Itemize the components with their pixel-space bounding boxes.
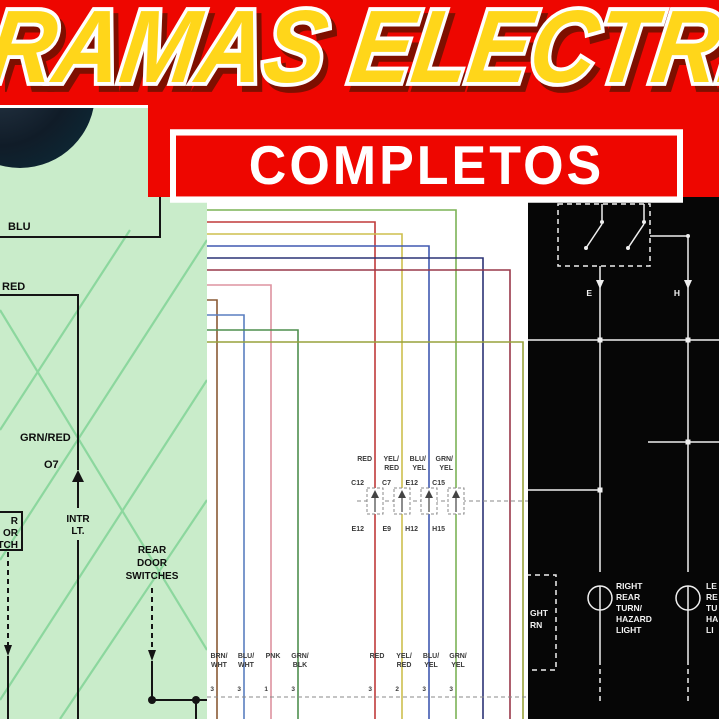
svg-text:C15: C15 [432, 480, 445, 487]
pin-numbers: 3 3 1 3 3 2 3 3 [210, 686, 453, 693]
svg-text:E9: E9 [382, 526, 391, 533]
wire-label-red: RED [2, 281, 25, 293]
wire-label-blu: BLU [8, 221, 31, 233]
terminal-h-label: H [674, 288, 680, 298]
svg-text:RED: RED [370, 653, 385, 660]
svg-text:GRN/: GRN/ [291, 653, 309, 660]
svg-text:E12: E12 [352, 526, 365, 533]
svg-text:TU: TU [706, 603, 717, 613]
black-wiring-svg: E H RIGHT REAR TURN/ HAZARD LIGHT LE RE … [528, 203, 719, 705]
svg-text:2: 2 [395, 686, 399, 693]
diagonal-guide-lines [0, 229, 207, 719]
svg-text:HAZARD: HAZARD [616, 614, 652, 624]
intr-light-label-line2: LT. [71, 526, 84, 537]
svg-text:H12: H12 [405, 526, 418, 533]
svg-text:LI: LI [706, 625, 714, 635]
svg-text:3: 3 [449, 686, 453, 693]
svg-text:H15: H15 [432, 526, 445, 533]
svg-text:REAR: REAR [616, 592, 640, 602]
subtitle-box: COMPLETOS [170, 129, 683, 203]
subtitle-text: COMPLETOS [248, 135, 605, 197]
svg-text:RN: RN [530, 620, 542, 630]
svg-text:TURN/: TURN/ [616, 603, 643, 613]
svg-text:LE: LE [706, 581, 717, 591]
svg-text:WHT: WHT [238, 662, 255, 669]
svg-text:YEL/: YEL/ [383, 456, 399, 463]
svg-text:RED: RED [397, 662, 412, 669]
svg-text:BRN/: BRN/ [210, 653, 227, 660]
svg-text:BLU/: BLU/ [410, 456, 426, 463]
svg-text:3: 3 [422, 686, 426, 693]
svg-text:BLU/: BLU/ [423, 653, 439, 660]
svg-text:E12: E12 [406, 480, 419, 487]
colored-wires [207, 209, 524, 719]
svg-text:RED: RED [384, 465, 399, 472]
title-text-svg: GRAMAS ELECTRIC [0, 0, 719, 105]
svg-text:YEL: YEL [412, 465, 426, 472]
svg-text:BLK: BLK [293, 662, 307, 669]
cut-component-box [528, 574, 557, 671]
svg-text:YEL: YEL [439, 465, 453, 472]
wire-label-grn-red: GRN/RED [20, 432, 71, 444]
cut-box-label-line2: OR [3, 528, 19, 539]
svg-text:RED: RED [357, 456, 372, 463]
side-label-cut: GHT RN [530, 608, 549, 630]
svg-text:GRN/: GRN/ [449, 653, 467, 660]
title-text: GRAMAS ELECTRIC [0, 0, 719, 104]
title-banner: GRAMAS ELECTRIC [0, 0, 719, 108]
wire-top-labels: RED YEL/ RED BLU/ YEL GRN/ YEL [357, 456, 453, 472]
green-wiring-svg: BLU RED GRN/RED O7 INTR LT. REAR DOOR SW… [0, 100, 207, 719]
svg-text:WHT: WHT [211, 662, 228, 669]
svg-text:C7: C7 [382, 480, 391, 487]
rear-door-label-line1: REAR [138, 545, 167, 556]
svg-text:3: 3 [210, 686, 214, 693]
rear-door-label-line2: DOOR [137, 558, 168, 569]
subtitle-banner: COMPLETOS [148, 105, 719, 203]
svg-text:LIGHT: LIGHT [616, 625, 642, 635]
svg-text:YEL: YEL [451, 662, 465, 669]
black-diagram-panel: E H RIGHT REAR TURN/ HAZARD LIGHT LE RE … [528, 190, 719, 719]
svg-text:GHT: GHT [530, 608, 549, 618]
connector-row1-labels: C12 C7 E12 C15 [351, 480, 445, 487]
green-panel-wires [0, 100, 207, 719]
svg-text:1: 1 [264, 686, 268, 693]
black-panel-wires [528, 203, 719, 705]
svg-text:YEL: YEL [424, 662, 438, 669]
svg-text:BLU/: BLU/ [238, 653, 254, 660]
bottom-left-wire-labels: BRN/ WHT BLU/ WHT PNK GRN/ BLK [210, 653, 308, 669]
relay-box [557, 203, 651, 267]
svg-text:PNK: PNK [266, 653, 281, 660]
svg-text:3: 3 [291, 686, 295, 693]
svg-text:3: 3 [368, 686, 372, 693]
connector-row2-labels: E12 E9 H12 H15 [352, 526, 446, 533]
white-wiring-svg: RED YEL/ RED BLU/ YEL GRN/ YEL C12 C7 E1… [207, 209, 528, 719]
svg-text:YEL/: YEL/ [396, 653, 412, 660]
left-rear-lamp-label-cut: LE RE TU HA LI [706, 581, 718, 635]
bottom-right-wire-labels: RED YEL/ RED BLU/ YEL GRN/ YEL [370, 653, 467, 669]
intr-light-label-line1: INTR [66, 514, 90, 525]
terminal-e-label: E [586, 288, 592, 298]
white-diagram-panel: RED YEL/ RED BLU/ YEL GRN/ YEL C12 C7 E1… [207, 190, 528, 719]
connector-symbols [366, 487, 465, 515]
svg-text:C12: C12 [351, 480, 364, 487]
svg-text:RE: RE [706, 592, 718, 602]
svg-text:3: 3 [237, 686, 241, 693]
rear-door-label-line3: SWITCHES [126, 571, 179, 582]
svg-text:HA: HA [706, 614, 718, 624]
svg-text:GRN/: GRN/ [436, 456, 454, 463]
cut-box-label-line3: TCH [0, 540, 18, 551]
right-rear-lamp-label: RIGHT REAR TURN/ HAZARD LIGHT [616, 581, 652, 635]
svg-text:RIGHT: RIGHT [616, 581, 643, 591]
connector-label-o7: O7 [44, 459, 59, 471]
cut-box-label-line1: R [11, 516, 19, 527]
